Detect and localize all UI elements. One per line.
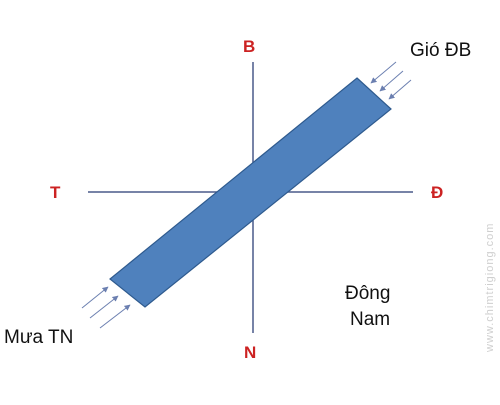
rain-sw-arrows: [81, 286, 131, 329]
slope-label-line1: Đông: [345, 283, 390, 304]
rain-arrow: [81, 286, 109, 309]
wind-arrow: [388, 79, 412, 100]
watermark: www.chimtrigiong.com: [484, 223, 496, 353]
mountain-slope-bar: [109, 77, 392, 308]
wind-ne-arrows: [370, 61, 412, 100]
compass-south: N: [244, 343, 256, 362]
compass-north: B: [243, 37, 255, 56]
wind-ne-label: Gió ĐB: [410, 40, 471, 61]
compass-west: T: [50, 183, 61, 202]
rain-arrow: [89, 295, 119, 319]
slope-label-line2: Nam: [350, 309, 390, 330]
rain-sw-label: Mưa TN: [4, 327, 73, 348]
rain-arrow: [99, 304, 131, 329]
wind-arrow: [370, 61, 397, 84]
compass-east: Đ: [431, 183, 443, 202]
wind-arrow: [379, 70, 404, 92]
